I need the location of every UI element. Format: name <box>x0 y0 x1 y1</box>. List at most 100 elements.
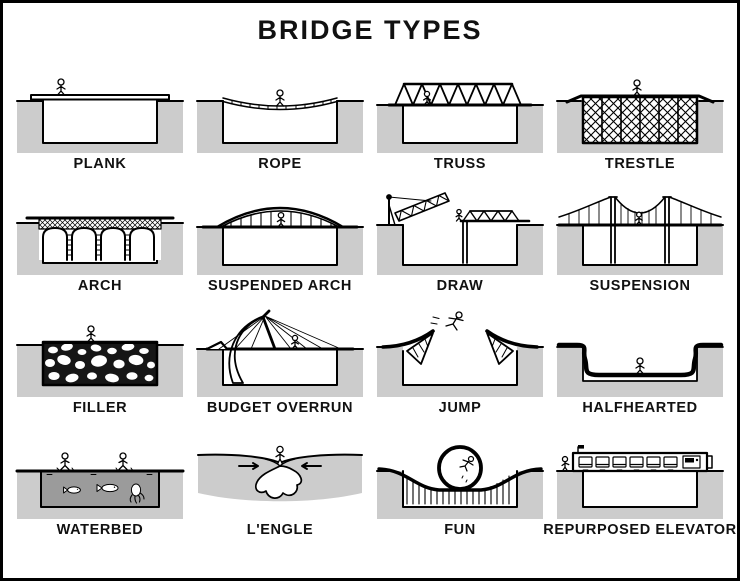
bridge-label: REPURPOSED ELEVATOR <box>543 522 737 538</box>
halfhearted-bridge-drawing <box>556 342 724 397</box>
ground <box>16 100 184 153</box>
fun-loop-bridge-drawing <box>376 445 544 519</box>
arch-structure <box>25 216 175 261</box>
ground <box>376 224 544 275</box>
waiting-stick-figure <box>561 455 570 472</box>
bridge-cell-budget-overrun: BUDGET OVERRUN <box>191 296 369 416</box>
stick-figure <box>56 78 66 96</box>
bridge-cell-truss: TRUSS <box>371 52 549 172</box>
ground <box>196 226 364 275</box>
bridge-cell-trestle: TRESTLE <box>551 52 729 172</box>
jump-bridge-drawing <box>376 311 544 397</box>
truss-structure <box>387 82 533 107</box>
bridge-label: TRESTLE <box>604 156 676 172</box>
cables <box>558 196 722 226</box>
ground <box>376 346 544 397</box>
deck-and-mast <box>205 309 355 351</box>
trestle-bridge-drawing <box>556 79 724 153</box>
inward-arrows <box>238 462 322 470</box>
rope-bridge-drawing <box>196 89 364 153</box>
fish-icon <box>63 486 81 494</box>
drooped-cable <box>228 315 265 384</box>
bridge-label: TRUSS <box>433 156 487 172</box>
ground <box>376 104 544 153</box>
lattice-structure <box>565 94 715 145</box>
comic-title: BRIDGE TYPES <box>257 15 483 45</box>
ground <box>556 470 724 519</box>
stick-figure <box>275 89 285 107</box>
crane-mast <box>386 194 432 226</box>
stick-figure <box>275 445 285 465</box>
waterbed-bridge-drawing <box>15 452 185 519</box>
bridge-cell-jump: JUMP <box>371 296 549 416</box>
drooping-deck <box>556 342 724 378</box>
stick-figure <box>635 211 643 226</box>
bridge-label: SUSPENDED ARCH <box>207 278 353 294</box>
void-blob <box>255 465 303 499</box>
elevator-doors <box>578 456 678 470</box>
supports <box>406 475 510 505</box>
fish-icon <box>96 483 119 493</box>
truss-bridge-drawing <box>376 82 544 153</box>
control-panel <box>682 455 701 469</box>
bridge-label: SUSPENSION <box>589 278 691 294</box>
walking-stick-figure <box>56 452 74 471</box>
elevator-car <box>571 445 713 473</box>
right-span <box>459 210 531 264</box>
suspended-arch-bridge-drawing <box>196 206 364 275</box>
draw-bridge-drawing <box>376 192 544 275</box>
left-ramp <box>381 329 435 365</box>
loop <box>437 445 483 491</box>
budget-overrun-bridge-drawing <box>196 309 364 397</box>
ground <box>196 348 364 397</box>
bridge-cell-arch: ARCH <box>11 174 189 294</box>
rider-stick-figure <box>459 455 475 483</box>
bridge-cell-plank: PLANK <box>11 52 189 172</box>
bridge-label: FILLER <box>72 400 128 416</box>
bridge-cell-halfhearted: HALFHEARTED <box>551 296 729 416</box>
arch-bridge-drawing <box>16 216 184 275</box>
filler-bridge-drawing <box>16 325 184 397</box>
stick-figure <box>455 208 463 222</box>
rope-deck <box>222 97 338 111</box>
bridge-cell-lengle: L'ENGLE <box>191 418 369 538</box>
end-bracket <box>706 455 713 469</box>
rubble-fill <box>41 340 159 387</box>
bridge-cell-fun: FUN <box>371 418 549 538</box>
comic-page: BRIDGE TYPES <box>3 3 737 578</box>
bridge-label: L'ENGLE <box>246 522 314 538</box>
bridge-cell-repurposed-elevator: REPURPOSED ELEVATOR <box>543 418 736 538</box>
ground <box>556 224 724 275</box>
stick-figure <box>632 79 642 97</box>
stick-figure <box>276 211 286 228</box>
bridge-label: DRAW <box>436 278 484 294</box>
stick-figure <box>290 334 300 350</box>
bridge-cell-suspension: SUSPENSION <box>551 174 729 294</box>
plank-bridge-drawing <box>16 78 184 153</box>
suspension-bridge-drawing <box>556 196 724 275</box>
bridge-label: JUMP <box>438 400 482 416</box>
plank-deck <box>30 94 170 101</box>
bridge-label: WATERBED <box>56 522 144 538</box>
arch-rib <box>201 206 359 229</box>
bridge-label: PLANK <box>73 156 127 172</box>
stick-figure <box>422 90 432 106</box>
lengle-fold-bridge-drawing <box>197 445 363 502</box>
raised-leaf <box>394 192 450 222</box>
bridge-grid: PLANK <box>11 52 736 538</box>
bridge-label: BUDGET OVERRUN <box>206 400 354 416</box>
bridge-cell-draw: DRAW <box>371 174 549 294</box>
stick-figure <box>86 325 96 343</box>
bridge-cell-rope: ROPE <box>191 52 369 172</box>
bridge-label: ROPE <box>258 156 302 172</box>
bridge-label: HALFHEARTED <box>582 400 698 416</box>
walking-stick-figure <box>115 452 133 471</box>
right-ramp <box>485 329 539 365</box>
repurposed-elevator-bridge-drawing <box>556 445 724 519</box>
bridge-label: FUN <box>444 522 476 538</box>
ground <box>556 346 724 397</box>
squid-icon <box>129 483 145 504</box>
jumping-stick-figure <box>430 311 464 331</box>
bridge-cell-suspended-arch: SUSPENDED ARCH <box>191 174 369 294</box>
stick-figure <box>635 357 645 375</box>
